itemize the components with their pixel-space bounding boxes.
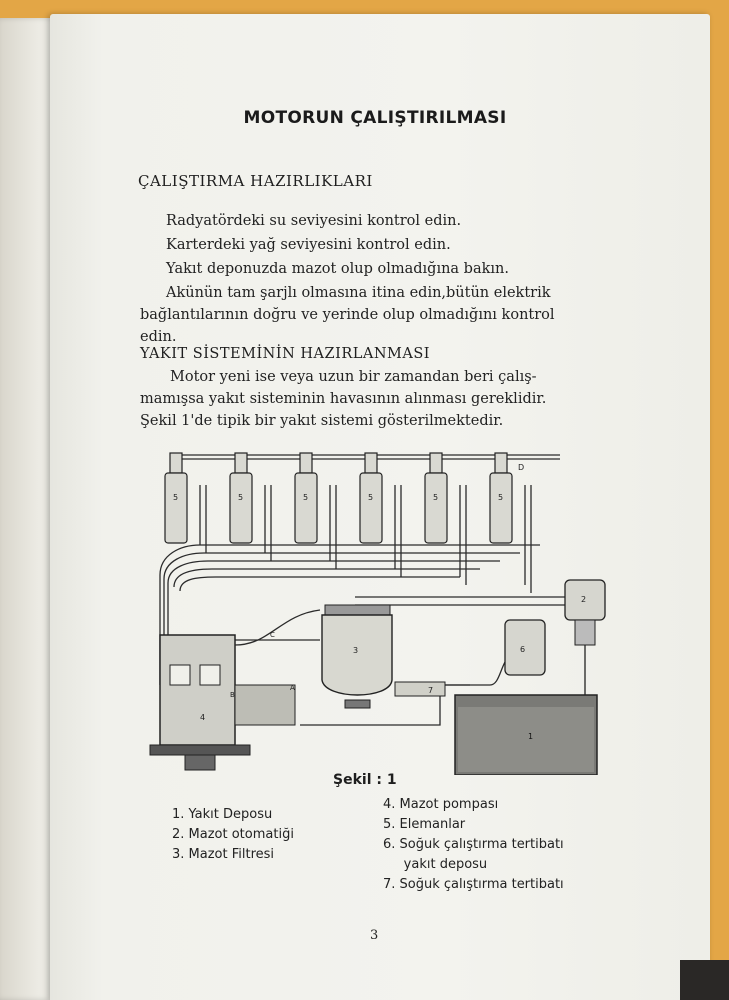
injection-pump: 4 B A C — [149, 631, 296, 771]
text-line: Radyatördeki su seviyesini kontrol edin. — [166, 213, 462, 229]
point-label-c: C — [270, 631, 275, 639]
fuel-system-diagram: 5 5 5 5 5 5 D 4 B A C 3 7 6 — [149, 452, 606, 775]
legend-item: yakıt deposu — [383, 857, 488, 872]
section-heading-fuel-system: YAKIT SİSTEMİNİN HAZIRLANMASI — [140, 346, 430, 362]
fuel-filter: 3 — [321, 604, 393, 709]
legend-item: 2. Mazot otomatiği — [172, 827, 294, 842]
legend-item: 3. Mazot Filtresi — [172, 847, 275, 862]
fuel-automatic: 2 — [564, 579, 606, 715]
background-shadow — [680, 960, 729, 1000]
legend-right: 4. Mazot pompası 5. Elemanlar 6. Soğuk ç… — [383, 795, 564, 895]
cold-tank-label: 6 — [520, 645, 525, 654]
point-label-a: A — [290, 684, 295, 692]
legend-item: 6. Soğuk çalıştırma tertibatı — [383, 837, 564, 852]
text-line: Motor yeni ise veya uzun bir zamandan be… — [170, 369, 537, 385]
cold-start-device: 7 — [394, 681, 446, 697]
legend-item: 1. Yakıt Deposu — [172, 807, 273, 822]
injector-label: 5 — [368, 493, 373, 502]
cold-start-label: 7 — [428, 686, 433, 695]
legend-item: 4. Mazot pompası — [383, 797, 499, 812]
filter-label: 3 — [353, 646, 358, 655]
cold-start-tank: 6 — [504, 619, 546, 676]
injector-label: 5 — [238, 493, 243, 502]
legend-left: 1. Yakıt Deposu 2. Mazot otomatiği 3. Ma… — [172, 805, 294, 865]
point-label-d: D — [518, 463, 524, 472]
figure-caption: Şekil : 1 — [333, 772, 397, 788]
injector-label: 5 — [173, 493, 178, 502]
section-heading-preparations: ÇALIŞTIRMA HAZIRLIKLARI — [138, 172, 373, 190]
page-title: MOTORUN ÇALIŞTIRILMASI — [243, 108, 507, 128]
injectors: 5 5 5 5 5 5 D — [164, 452, 524, 544]
legend-item: 7. Soğuk çalıştırma tertibatı — [383, 877, 564, 892]
injector-label: 5 — [303, 493, 308, 502]
fuel-tank: 1 — [454, 694, 598, 775]
text-line: Şekil 1'de tipik bir yakıt sistemi göste… — [140, 413, 504, 429]
page-number: 3 — [370, 928, 379, 943]
automatic-label: 2 — [581, 595, 586, 604]
text-line: edin. — [140, 329, 177, 345]
text-line: Karterdeki yağ seviyesini kontrol edin. — [166, 237, 451, 253]
injector-label: 5 — [433, 493, 438, 502]
text-line: mamışsa yakıt sisteminin havasının alınm… — [140, 391, 547, 407]
text-line: Akünün tam şarjlı olmasına itina edin,bü… — [166, 285, 551, 301]
tank-label: 1 — [528, 732, 533, 741]
text-line: Yakıt deponuzda mazot olup olmadığına ba… — [166, 261, 509, 277]
pump-label: 4 — [200, 713, 205, 722]
text-line: bağlantılarının doğru ve yerinde olup ol… — [140, 307, 555, 323]
legend-item: 5. Elemanlar — [383, 817, 466, 832]
point-label-b: B — [230, 691, 235, 699]
injector-label: 5 — [498, 493, 503, 502]
